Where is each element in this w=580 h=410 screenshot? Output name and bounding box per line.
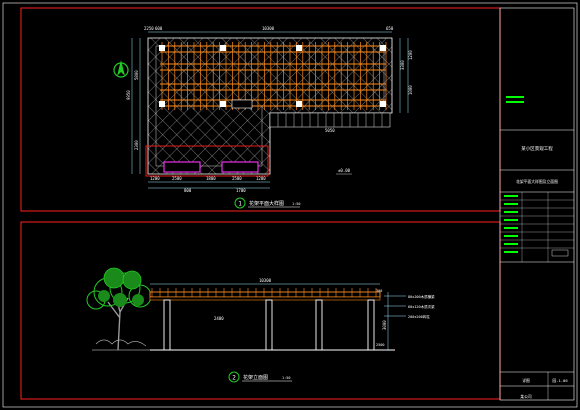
dim-top-left-a: 2250 <box>144 26 154 31</box>
dim-note-right: ±0.00 <box>338 168 351 173</box>
planter-zone <box>145 145 269 177</box>
tb-sheet-label: 详图 <box>522 378 530 383</box>
tb-project-name: 某小区景观工程 <box>521 145 553 152</box>
elev-label-4: 300 <box>376 289 382 293</box>
edge-strip <box>269 112 391 128</box>
elev-dim-height-1: 2400 <box>214 316 224 321</box>
secondary-beam <box>149 296 381 301</box>
detail-label-2: 2 花架立面图 1:50 <box>228 371 292 383</box>
plan-columns <box>159 45 386 107</box>
elevation-dimensions <box>150 283 406 350</box>
dim-left-mid: 5800 <box>134 70 139 80</box>
detail-number-1: 1 <box>238 201 242 208</box>
detail-scale-1: 1:50 <box>292 202 300 206</box>
pergola-rafters <box>161 42 387 110</box>
detail-label-1: 1 花架平面大样图 1:50 <box>234 197 300 209</box>
plan-dimensions <box>131 31 409 189</box>
dim-left-lower: 2300 <box>134 140 139 150</box>
dim-top-left-b: 600 <box>155 26 163 31</box>
elev-label-2: 60x120木质次梁 <box>408 304 435 309</box>
tree-icon <box>86 267 152 351</box>
planter-box-left <box>163 161 201 173</box>
dim-right-c: 1200 <box>408 50 413 60</box>
dim-left-total: 9950 <box>126 90 131 100</box>
dim-bottom-g: 1700 <box>236 188 246 193</box>
elevation-columns <box>163 299 375 351</box>
elevation-view: 10300 2400 3000 80x200木质横梁 60x120木质次梁 20… <box>86 267 435 383</box>
detail-title-1: 花架平面大样图 <box>249 200 284 207</box>
bench <box>231 99 253 109</box>
elev-dim-overall: 10300 <box>259 278 272 283</box>
main-beam <box>149 291 381 298</box>
dim-bottom-f: 800 <box>184 188 192 193</box>
elevation-rafters <box>151 288 377 297</box>
tb-green-labels <box>504 195 518 253</box>
planter-box-right <box>221 161 259 173</box>
elev-label-3: 200x200砖柱 <box>408 314 430 319</box>
tb-green-bar-1 <box>506 96 524 98</box>
elev-label-1: 80x200木质横梁 <box>408 294 435 299</box>
dim-top-overall: 10300 <box>262 26 275 31</box>
detail-title-2: 花架立面图 <box>243 374 268 381</box>
dim-right-b: 1000 <box>408 85 413 95</box>
detail-scale-2: 1:50 <box>282 376 290 380</box>
tb-stamp: 某公司 <box>520 394 532 399</box>
tb-drawing-name: 花架平面大样图及立面图 <box>516 179 558 184</box>
dim-bottom-d: 2500 <box>232 176 242 181</box>
title-block: 某小区景观工程 花架平面大样图及立面图 某公司 详图 园-1.06 <box>499 7 575 401</box>
north-arrow-icon <box>113 60 129 78</box>
tb-green-bar-2 <box>506 101 524 103</box>
pergola-grid <box>160 45 386 107</box>
elevation-viewport-border <box>20 221 501 400</box>
dim-right-a: 3300 <box>400 60 405 70</box>
tb-stamp-box <box>551 249 569 257</box>
elev-dim-height-2: 3000 <box>382 320 387 330</box>
dim-bottom-e: 1200 <box>256 176 266 181</box>
dim-mid-lower-right: 5050 <box>325 128 335 133</box>
detail-number-2: 2 <box>232 375 236 382</box>
dim-bottom-b: 2500 <box>172 176 182 181</box>
tb-table <box>500 192 574 262</box>
tb-sheet-no: 园-1.06 <box>552 378 568 383</box>
plan-view: 10300 2250 600 650 9950 5800 2300 3300 1… <box>113 26 413 209</box>
dim-bottom-c: 1800 <box>206 176 216 181</box>
dim-top-right: 650 <box>386 26 394 31</box>
dim-bottom-a: 1200 <box>150 176 160 181</box>
elev-label-5: 2500 <box>376 343 384 347</box>
